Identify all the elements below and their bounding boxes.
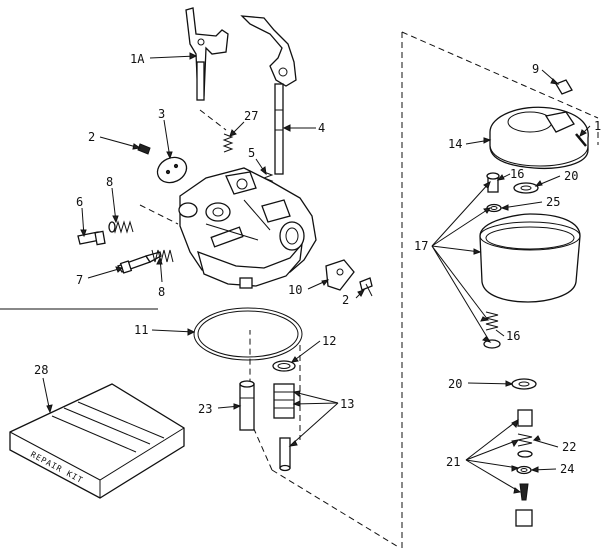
label-4: 4 [318, 121, 325, 135]
label-13: 13 [340, 397, 354, 411]
pin-1 [575, 133, 587, 147]
label-16-lower: 16 [506, 329, 520, 343]
callout-labels: 1A 3 27 4 2 5 8 6 7 8 10 2 11 12 13 23 2… [34, 52, 601, 476]
label-8-lower: 8 [158, 285, 165, 299]
nozzle-13 [273, 383, 295, 472]
pin-9 [555, 79, 573, 95]
label-9: 9 [532, 62, 539, 76]
carburetor-body [178, 167, 317, 289]
float-14 [489, 106, 589, 170]
screw-2-top [137, 143, 151, 155]
tube-23 [239, 380, 255, 431]
label-2-right: 2 [342, 293, 349, 307]
label-28: 28 [34, 363, 48, 377]
label-10: 10 [288, 283, 302, 297]
idle-screw-6 [77, 230, 106, 246]
label-7: 7 [76, 273, 83, 287]
label-11: 11 [134, 323, 148, 337]
label-12: 12 [322, 334, 336, 348]
needle-7 [116, 251, 162, 274]
label-17: 17 [414, 239, 428, 253]
spring-8-lower [151, 249, 174, 263]
label-6: 6 [76, 195, 83, 209]
label-21: 21 [446, 455, 460, 469]
label-20-lower: 20 [448, 377, 462, 391]
label-3: 3 [158, 107, 165, 121]
spring-27 [222, 133, 234, 153]
float-bowl [479, 213, 581, 303]
label-1a: 1A [130, 52, 145, 66]
label-23: 23 [198, 402, 212, 416]
throttle-lever [185, 7, 229, 101]
leader-lines [42, 55, 591, 493]
ring-12 [272, 360, 296, 372]
label-20-upper: 20 [564, 169, 578, 183]
label-27: 27 [244, 109, 258, 123]
label-14: 14 [448, 137, 462, 151]
label-5: 5 [248, 146, 255, 160]
washer-20-lower [511, 378, 537, 390]
spring-16-lower [483, 311, 501, 349]
leader-arrowheads [46, 52, 587, 494]
label-2-top: 2 [88, 130, 95, 144]
label-22: 22 [562, 440, 576, 454]
label-24: 24 [560, 462, 574, 476]
gasket-11 [193, 307, 303, 361]
label-1: 1 [594, 119, 601, 133]
choke-lever [240, 15, 297, 175]
repair-kit-box: REPAIR KIT [9, 383, 185, 499]
label-8-upper: 8 [106, 175, 113, 189]
plate-10 [325, 259, 355, 291]
label-25: 25 [546, 195, 560, 209]
bowl-nut-21 [515, 409, 533, 527]
screw-2-right [359, 277, 373, 297]
spring-8-upper [108, 220, 134, 234]
screw-16-upper [486, 172, 500, 193]
label-16-upper: 16 [510, 167, 524, 181]
throttle-plate [156, 156, 188, 184]
washer-20-upper [513, 182, 539, 194]
